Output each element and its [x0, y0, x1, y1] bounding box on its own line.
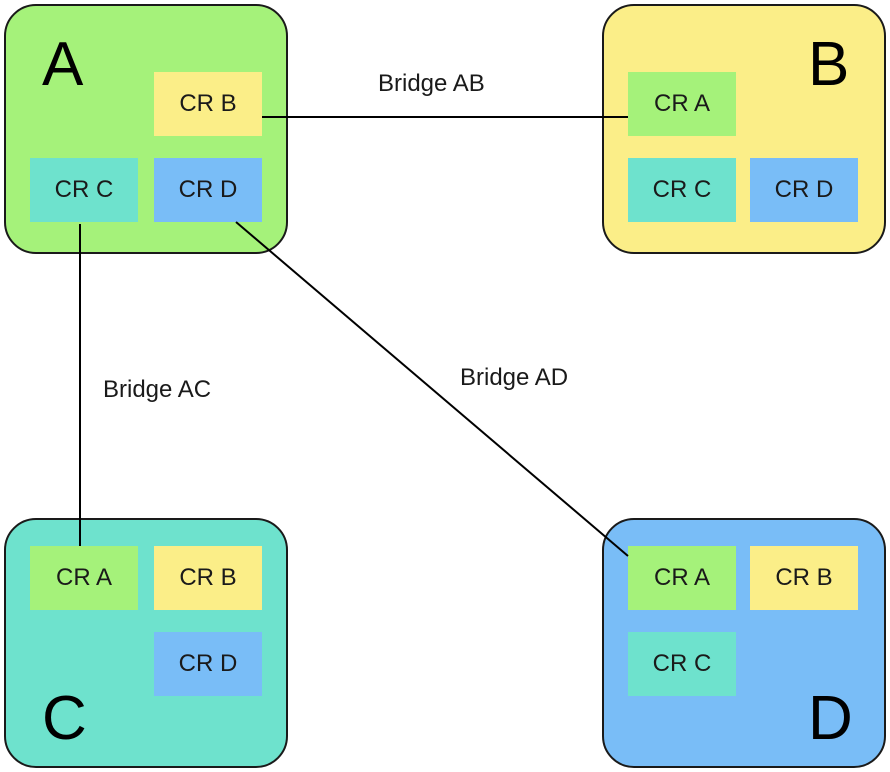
bridge-ad-line: [235, 221, 629, 557]
node-d-letter: D: [808, 684, 853, 753]
node-a-cr-d: CR D: [154, 158, 262, 222]
node-c-cr-b: CR B: [154, 546, 262, 610]
bridge-ad-label: Bridge AD: [460, 364, 569, 391]
node-b-letter: B: [808, 30, 850, 99]
node-b-cr-d: CR D: [750, 158, 858, 222]
node-d-cr-c: CR C: [628, 632, 736, 696]
node-c-cr-a: CR A: [30, 546, 138, 610]
node-d-cr-a: CR A: [628, 546, 736, 610]
node-b-cr-c: CR C: [628, 158, 736, 222]
node-a-letter: A: [42, 30, 84, 99]
node-b-cr-a: CR A: [628, 72, 736, 136]
node-a-cr-b: CR B: [154, 72, 262, 136]
node-a-cr-c: CR C: [30, 158, 138, 222]
bridge-ac-label: Bridge AC: [103, 376, 212, 403]
node-c-cr-d: CR D: [154, 632, 262, 696]
bridge-ab-label: Bridge AB: [378, 70, 485, 97]
node-c-letter: C: [42, 684, 87, 753]
node-d-cr-b: CR B: [750, 546, 858, 610]
